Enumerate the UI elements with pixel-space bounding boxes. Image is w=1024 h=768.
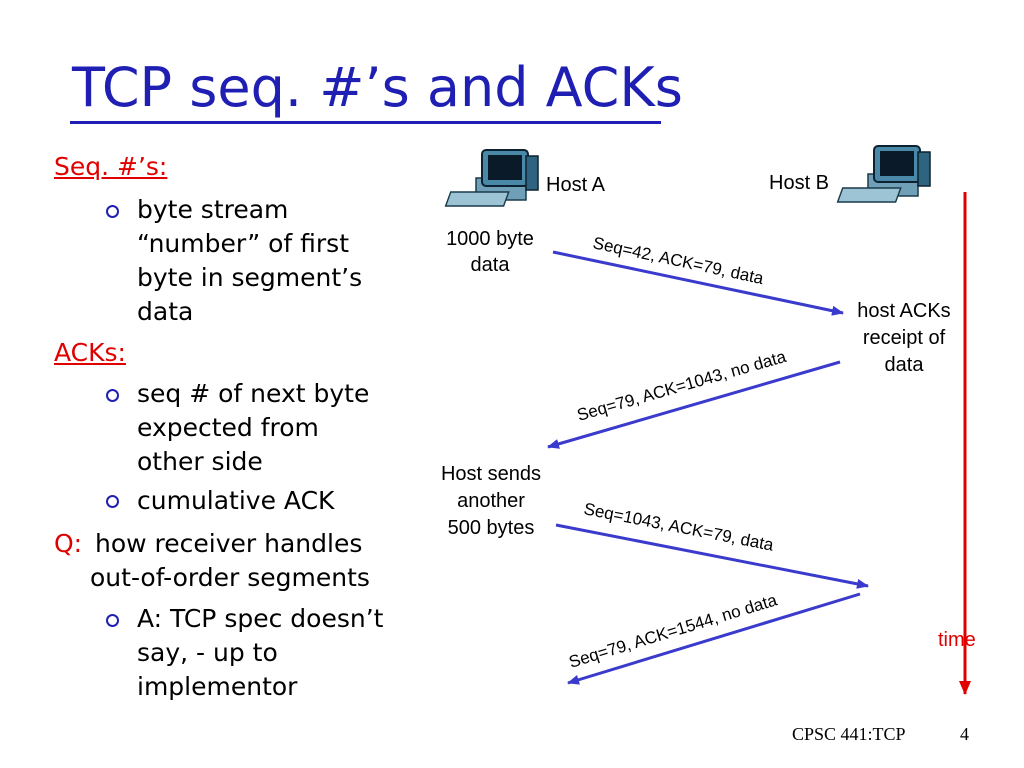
bullet-icon <box>106 389 119 402</box>
note-1000-byte-line-1: 1000 byte <box>446 228 534 250</box>
arrow-msg3 <box>555 523 869 589</box>
arrow-msg2 <box>547 360 841 449</box>
seq-bullet-line-4: data <box>137 297 194 326</box>
q-bullet-line-2: say, - up to <box>137 638 278 667</box>
acks-bullet1-line-2: expected from <box>137 413 319 442</box>
q-label: Q: <box>54 529 83 558</box>
note-host-sends-line-1: Host sends <box>440 463 542 485</box>
note-host-sends-line-3: 500 bytes <box>447 517 535 539</box>
msg4-label: Seq=79, ACK=1544, no data <box>567 590 780 672</box>
bullet-icon <box>106 205 119 218</box>
seq-bullet-line-1: byte stream <box>137 195 289 224</box>
note-host-sends: Host sends another 500 bytes <box>430 461 552 542</box>
arrow-msg1 <box>552 250 844 316</box>
note-host-acks-line-1: host ACKs <box>857 300 951 322</box>
acks-bullet1-line-1: seq # of next byte <box>137 379 370 408</box>
note-1000-byte: 1000 byte data <box>432 226 548 278</box>
time-label: time <box>938 629 976 651</box>
page-number: 4 <box>960 724 969 744</box>
msg3-label: Seq=1043, ACK=79, data <box>582 499 775 555</box>
computer-icon-host-a <box>444 149 539 207</box>
note-host-acks-line-3: data <box>884 354 924 376</box>
bullet-icon <box>106 614 119 627</box>
q-line-2: out-of-order segments <box>90 563 370 592</box>
footer-course: CPSC 441:TCP <box>792 724 906 744</box>
title-underline <box>70 121 661 124</box>
note-host-sends-line-2: another <box>457 490 525 512</box>
computer-icon-host-b <box>836 145 931 203</box>
q-bullet-line-1: A: TCP spec doesn’t <box>137 604 384 633</box>
q-line-1: how receiver handles <box>95 529 363 558</box>
q-bullet-line-3: implementor <box>137 672 298 701</box>
msg1-label: Seq=42, ACK=79, data <box>591 233 766 288</box>
acks-heading: ACKs: <box>54 338 126 367</box>
acks-bullet1-line-3: other side <box>137 447 263 476</box>
seq-heading: Seq. #’s: <box>54 152 168 181</box>
host-b-label: Host B <box>769 172 830 194</box>
host-a-label: Host A <box>546 174 605 196</box>
note-host-acks: host ACKs receipt of data <box>846 298 962 379</box>
slide-title: TCP seq. #’s and ACKs <box>72 56 683 119</box>
seq-bullet-line-3: byte in segment’s <box>137 263 363 292</box>
arrow-msg4 <box>567 592 861 685</box>
acks-bullet2: cumulative ACK <box>137 486 335 515</box>
note-1000-byte-line-2: data <box>470 254 510 276</box>
note-host-acks-line-2: receipt of <box>862 327 946 349</box>
seq-bullet-line-2: “number” of first <box>137 229 349 258</box>
bullet-icon <box>106 495 119 508</box>
